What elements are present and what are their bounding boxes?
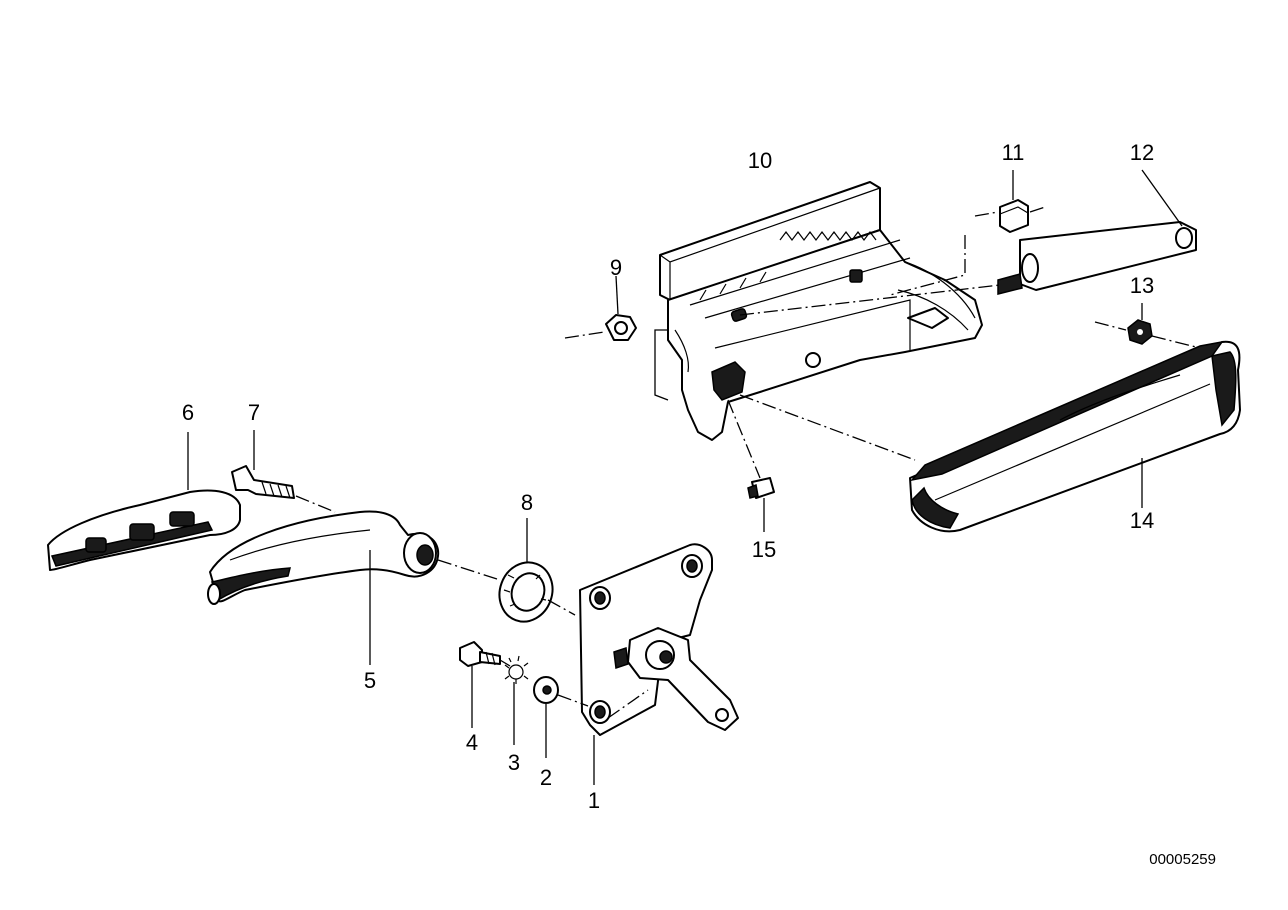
callout-15: 15: [752, 537, 776, 562]
armrest-carrier-bracket: [654, 229, 983, 441]
callout-8: 8: [521, 490, 533, 515]
callout-4: 4: [466, 730, 478, 755]
callout-11: 11: [1002, 140, 1025, 165]
callout-6: 6: [182, 400, 194, 425]
callout-12: 12: [1130, 140, 1154, 165]
part-1-mounting-plate: [579, 543, 739, 785]
callout-9: 9: [610, 255, 622, 280]
callout-14: 14: [1130, 508, 1154, 533]
part-13-nut: [1094, 303, 1201, 349]
part-9-nut: [564, 275, 637, 341]
part-11-clip: [889, 170, 1046, 296]
callout-7: 7: [248, 400, 260, 425]
part-3-lock-washer: [504, 655, 529, 745]
document-id: 00005259: [1149, 851, 1216, 868]
part-5-pull-handle: [207, 510, 501, 665]
part-12-bar: [739, 169, 1197, 316]
callout-10: 10: [748, 148, 772, 173]
part-2-washer: [533, 676, 589, 758]
part-6-handle-cover: [47, 432, 241, 571]
callout-labels: 1 2 3 4 5 6 7 8 9 10 11 12 13 14 15: [182, 140, 1154, 813]
part-8-ring: [498, 518, 576, 623]
callout-2: 2: [540, 765, 552, 790]
part-4-bolt: [459, 641, 511, 728]
callout-5: 5: [364, 668, 376, 693]
part-7-screw: [231, 430, 336, 513]
callout-1: 1: [588, 788, 600, 813]
part-14-armrest-cover: [739, 340, 1241, 533]
part-15-screw: [727, 399, 775, 532]
callout-3: 3: [508, 750, 520, 775]
callout-13: 13: [1130, 273, 1154, 298]
